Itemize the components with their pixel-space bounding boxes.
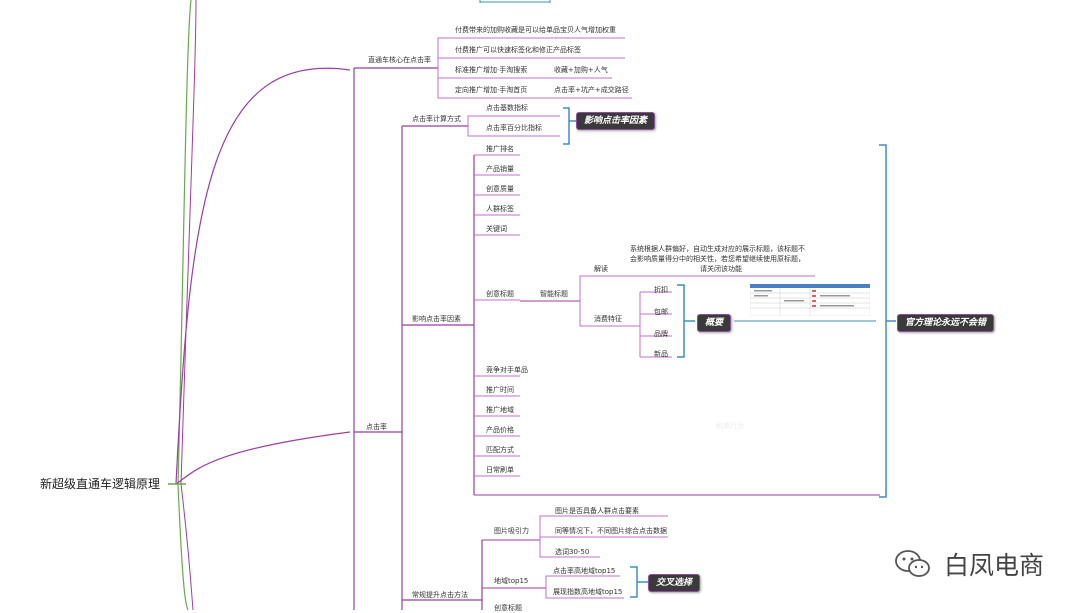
region-item-1: 展现指数高地域top15: [553, 588, 623, 596]
factor-item: 创意质量: [486, 185, 514, 193]
factor-item: 创意标题: [486, 290, 514, 298]
thumbnail-table-image: [750, 284, 870, 316]
ghost-text: 刷单行为: [716, 422, 744, 430]
calc-item-1: 点击率百分比指标: [486, 124, 542, 132]
b1-note-1: 点击率+坑产+成交路径: [554, 86, 629, 94]
summary-label: 概要: [697, 314, 732, 332]
cross-select-label: 交叉选择: [648, 574, 701, 592]
calc-item-0: 点击基数指标: [486, 104, 528, 112]
feature-1: 包邮: [654, 308, 668, 316]
features-title: 消费特征: [594, 315, 622, 323]
feature-2: 品牌: [654, 330, 668, 338]
factor-item: 推广排名: [486, 145, 514, 153]
boost-more: 创意标题: [494, 604, 522, 612]
explain-line-1: 会影响质量得分中的相关性，若您希望继续使用原标题，: [630, 255, 805, 263]
pic-item-2: 选词30-50: [555, 548, 590, 556]
factor-item: 竞争对手单品: [486, 366, 528, 374]
pic-item-1: 同等情况下，不同图片综合点击数据: [555, 527, 667, 535]
feature-3: 新品: [654, 350, 668, 358]
factors-title: 影响点击率因素: [412, 315, 461, 323]
feature-0: 折扣: [654, 286, 668, 294]
explain-line-0: 系统根据人群偏好，自动生成对应的展示标题，该标题不: [630, 245, 805, 253]
branch-core-title: 直通车核心在点击率: [368, 56, 431, 64]
right-summary-label: 官方理论永远不会错: [897, 314, 995, 332]
region-title: 地域top15: [494, 577, 529, 585]
b1-item-1: 付费推广可以快速标签化和修正产品标签: [455, 46, 581, 54]
explain-line-2: 请关闭该功能: [700, 265, 742, 273]
factor-item: 日常刷单: [486, 466, 514, 474]
boost-title: 常规提升点击方法: [412, 591, 468, 599]
factor-item: 产品销量: [486, 165, 514, 173]
branch-ctr-title: 点击率: [366, 423, 387, 431]
factor-item: 产品价格: [486, 426, 514, 434]
watermark-text: 白凤电商: [943, 551, 1044, 580]
wechat-icon: [895, 550, 930, 577]
b1-item-0: 付费带来的加购收藏是可以给单品宝贝人气增加权重: [455, 26, 616, 34]
pic-title: 图片吸引力: [494, 527, 529, 535]
region-item-0: 点击率高地域top15: [553, 567, 616, 575]
factor-item: 匹配方式: [486, 446, 514, 454]
smart-title: 智能标题: [540, 290, 568, 298]
b1-item-3: 定向推广增加·手淘首页: [455, 86, 528, 94]
b1-note-0: 收藏+加购+人气: [554, 66, 608, 74]
factor-item: 推广地域: [486, 406, 514, 414]
factor-item: 人群标签: [486, 205, 514, 213]
factor-item: 推广时间: [486, 386, 514, 394]
pic-item-0: 图片是否具备人群点击要素: [555, 507, 639, 515]
calc-summary-label: 影响点击率因素: [576, 112, 656, 130]
root-node: 新超级直通车逻辑原理: [40, 477, 161, 491]
b1-item-2: 标准推广增加·手淘搜索: [455, 66, 528, 74]
factor-item: 关键词: [486, 225, 507, 233]
explain-title: 解读: [594, 265, 608, 273]
calc-title: 点击率计算方式: [412, 115, 461, 123]
